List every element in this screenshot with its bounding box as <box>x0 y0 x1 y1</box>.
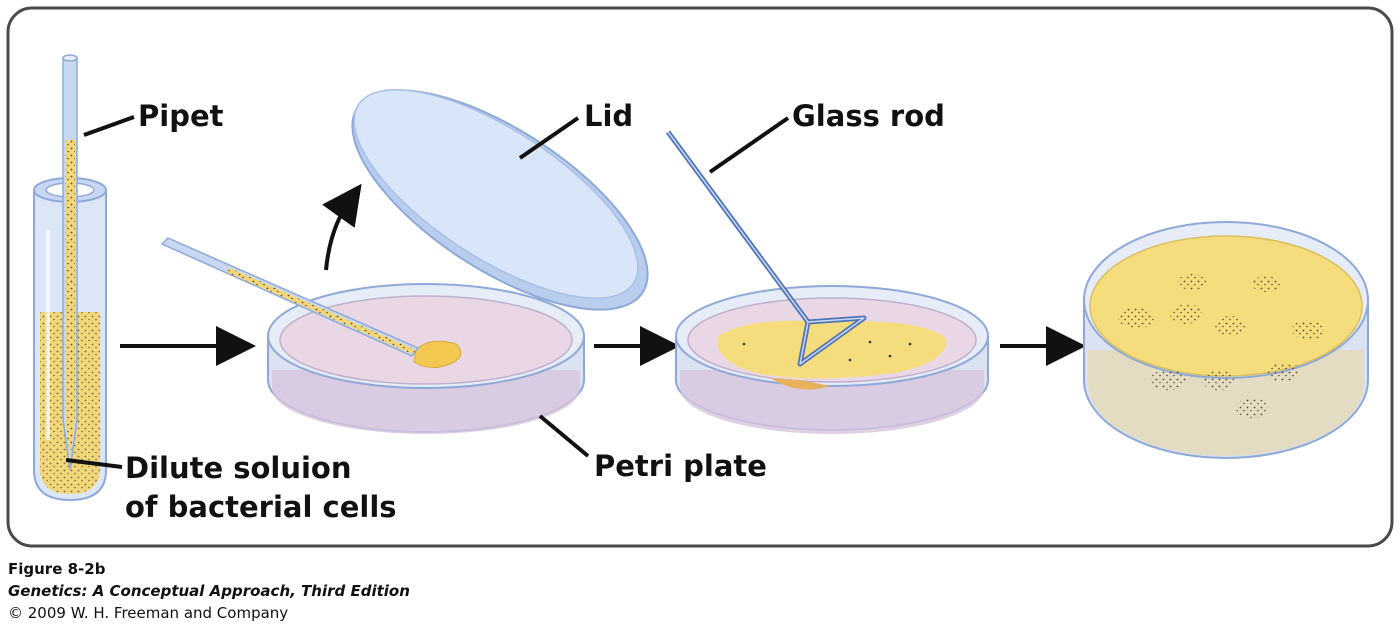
petri-plate-leader-line <box>538 414 590 458</box>
lid-leader-line <box>518 116 580 160</box>
dilute-leader-line <box>65 458 123 469</box>
pipet-leader-line <box>83 115 135 137</box>
lid-label: Lid <box>584 99 633 133</box>
glass-rod-leader-line <box>708 116 790 174</box>
petri-lid <box>351 89 649 311</box>
petri-dish-open <box>267 283 585 434</box>
petri-dish-spreading <box>675 285 989 434</box>
lift-lid-arrow <box>322 183 362 271</box>
dilute-solution-label-line2: of bacterial cells <box>125 490 397 524</box>
petri-dish-colonies <box>1083 221 1369 459</box>
spread-plate-diagram: Pipet Dilute soluion of bacterial cells … <box>6 6 1394 548</box>
petri-plate-label: Petri plate <box>594 449 767 483</box>
dilute-solution-label-line1: Dilute soluion <box>125 451 352 485</box>
bacterial-colonies <box>1118 274 1324 418</box>
glass-rod <box>665 130 867 367</box>
book-title: Genetics: A Conceptual Approach, Third E… <box>8 582 410 600</box>
pipet-label: Pipet <box>138 99 224 133</box>
figure-number: Figure 8-2b <box>8 560 106 578</box>
pipet-in-tube <box>62 54 78 471</box>
pipet-dispensing <box>160 237 420 357</box>
glass-rod-label: Glass rod <box>792 99 945 133</box>
copyright-notice: © 2009 W. H. Freeman and Company <box>8 604 289 622</box>
